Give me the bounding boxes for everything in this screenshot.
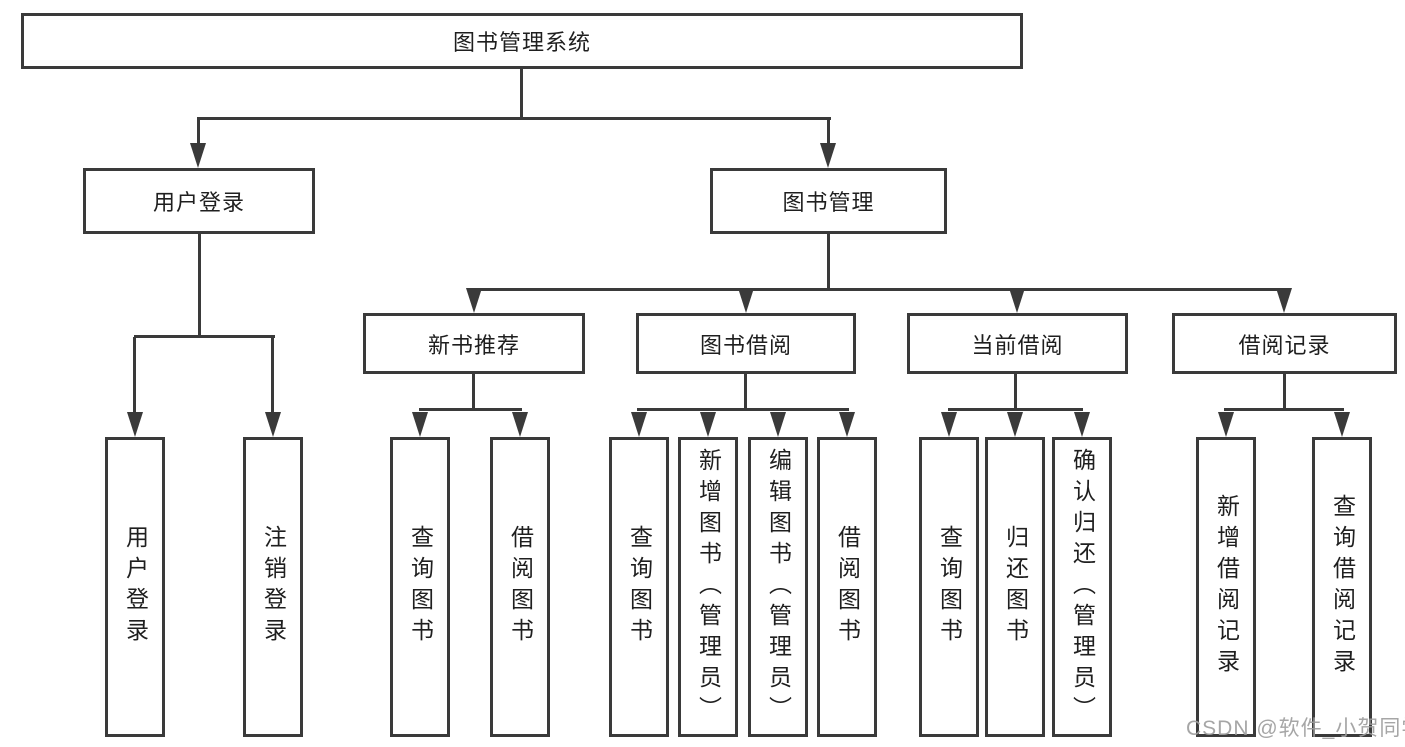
leaf-add-borrow-record: 新增借阅记录	[1196, 437, 1256, 737]
arrow-down-icon	[190, 143, 206, 168]
connector-current-borrow-stem	[1014, 374, 1017, 410]
arrow-down-icon	[466, 288, 482, 313]
node-book-mgmt: 图书管理	[710, 168, 947, 234]
connector-user-login-rail	[134, 335, 275, 338]
leaf-borrow-books-1: 借阅图书	[490, 437, 550, 737]
leaf-borrow-books-1-label: 借阅图书	[507, 525, 534, 649]
arrow-down-icon	[700, 412, 716, 437]
arrow-down-icon	[1276, 288, 1292, 313]
leaf-return-books: 归还图书	[985, 437, 1045, 737]
leaf-user-login: 用户登录	[105, 437, 165, 737]
arrow-down-icon	[265, 412, 281, 437]
leaf-return-books-label: 归还图书	[1002, 525, 1029, 649]
arrow-down-icon	[820, 143, 836, 168]
leaf-logout-label: 注销登录	[260, 525, 287, 649]
connector-drop-logout	[271, 337, 274, 413]
node-root-label: 图书管理系统	[452, 30, 591, 55]
node-user-login: 用户登录	[83, 168, 315, 234]
leaf-user-login-label: 用户登录	[122, 525, 149, 649]
node-new-books: 新书推荐	[363, 313, 585, 374]
arrow-down-icon	[738, 288, 754, 313]
leaf-edit-books-admin: 编辑图书（管理员）	[748, 437, 808, 737]
connector-new-books-stem	[472, 374, 475, 410]
connector-current-borrow-rail	[948, 408, 1083, 411]
leaf-query-borrow-record: 查询借阅记录	[1312, 437, 1372, 737]
node-book-borrow: 图书借阅	[636, 313, 856, 374]
connector-level2-rail	[197, 117, 831, 120]
leaf-logout: 注销登录	[243, 437, 303, 737]
connector-drop-user-login	[197, 119, 200, 144]
leaf-add-borrow-record-label: 新增借阅记录	[1213, 494, 1240, 680]
connector-level3-rail	[473, 288, 1286, 291]
leaf-add-books-admin-label: 新增图书（管理员）	[695, 447, 722, 727]
leaf-borrow-books-2: 借阅图书	[817, 437, 877, 737]
leaf-query-books-3: 查询图书	[919, 437, 979, 737]
arrow-down-icon	[770, 412, 786, 437]
node-borrow-records-label: 借阅记录	[1238, 332, 1331, 358]
node-new-books-label: 新书推荐	[427, 332, 520, 358]
node-book-mgmt-label: 图书管理	[782, 190, 875, 215]
node-book-borrow-label: 图书借阅	[699, 332, 792, 358]
leaf-query-books-3-label: 查询图书	[936, 525, 963, 649]
arrow-down-icon	[1007, 412, 1023, 437]
leaf-query-borrow-record-label: 查询借阅记录	[1329, 494, 1356, 680]
leaf-query-books-2-label: 查询图书	[626, 525, 653, 649]
connector-book-mgmt-stem	[827, 234, 830, 290]
arrow-down-icon	[127, 412, 143, 437]
leaf-edit-books-admin-label: 编辑图书（管理员）	[765, 447, 792, 727]
connector-user-login-stem	[198, 234, 201, 337]
leaf-add-books-admin: 新增图书（管理员）	[678, 437, 738, 737]
node-current-borrow: 当前借阅	[907, 313, 1128, 374]
node-root: 图书管理系统	[21, 13, 1023, 69]
connector-new-books-rail	[419, 408, 522, 411]
arrow-down-icon	[412, 412, 428, 437]
leaf-confirm-return-admin-label: 确认归还（管理员）	[1069, 447, 1096, 727]
leaf-query-books-2: 查询图书	[609, 437, 669, 737]
csdn-watermark: CSDN @软件_小贺同学	[1186, 717, 1405, 740]
arrow-down-icon	[1334, 412, 1350, 437]
arrow-down-icon	[1009, 288, 1025, 313]
arrow-down-icon	[941, 412, 957, 437]
connector-book-borrow-rail	[637, 408, 849, 411]
arrow-down-icon	[631, 412, 647, 437]
arrow-down-icon	[1074, 412, 1090, 437]
connector-borrow-records-rail	[1224, 408, 1344, 411]
node-user-login-label: 用户登录	[152, 190, 245, 215]
node-current-borrow-label: 当前借阅	[971, 332, 1064, 358]
connector-root-stem	[520, 68, 523, 118]
connector-book-borrow-stem	[744, 374, 747, 410]
leaf-query-books-1-label: 查询图书	[407, 525, 434, 649]
arrow-down-icon	[839, 412, 855, 437]
connector-drop-login	[133, 337, 136, 413]
arrow-down-icon	[512, 412, 528, 437]
leaf-confirm-return-admin: 确认归还（管理员）	[1052, 437, 1112, 737]
node-borrow-records: 借阅记录	[1172, 313, 1397, 374]
connector-drop-book-mgmt	[827, 119, 830, 144]
arrow-down-icon	[1218, 412, 1234, 437]
leaf-query-books-1: 查询图书	[390, 437, 450, 737]
leaf-borrow-books-2-label: 借阅图书	[834, 525, 861, 649]
connector-borrow-records-stem	[1283, 374, 1286, 410]
